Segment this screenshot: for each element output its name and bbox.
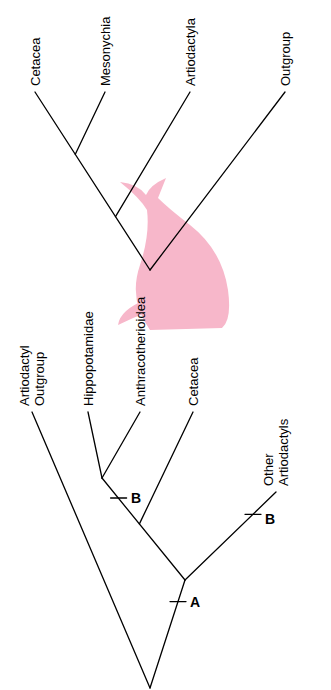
tick-mark [245,514,261,515]
taxon-label: Anthracotherioidea [133,297,148,406]
taxon-label: Other Artiodactyls [261,419,291,486]
character-marker: B [265,511,275,527]
branch [102,478,185,580]
character-marker: A [190,594,200,610]
branch [32,412,150,688]
branch [139,412,193,524]
branch [35,92,150,270]
taxon-label: Hippopotamidae [81,311,96,406]
character-marker: B [131,490,141,506]
taxon-label: Artiodactyl Outgroup [17,345,47,406]
taxon-label: Outgroup [278,32,293,86]
branch [88,412,102,478]
branch [102,412,140,478]
branch [185,492,276,580]
taxon-label: Artiodactyla [183,18,198,86]
taxon-label: Cetacea [28,38,43,86]
branch [75,92,105,154]
branch [150,92,285,270]
taxon-label: Mesonychia [98,17,113,86]
branch [116,92,191,217]
tick-mark [170,601,186,602]
taxon-label: Cetacea [186,358,201,406]
tick-mark [111,497,127,498]
branch [150,580,185,688]
tree-lines [32,92,285,688]
